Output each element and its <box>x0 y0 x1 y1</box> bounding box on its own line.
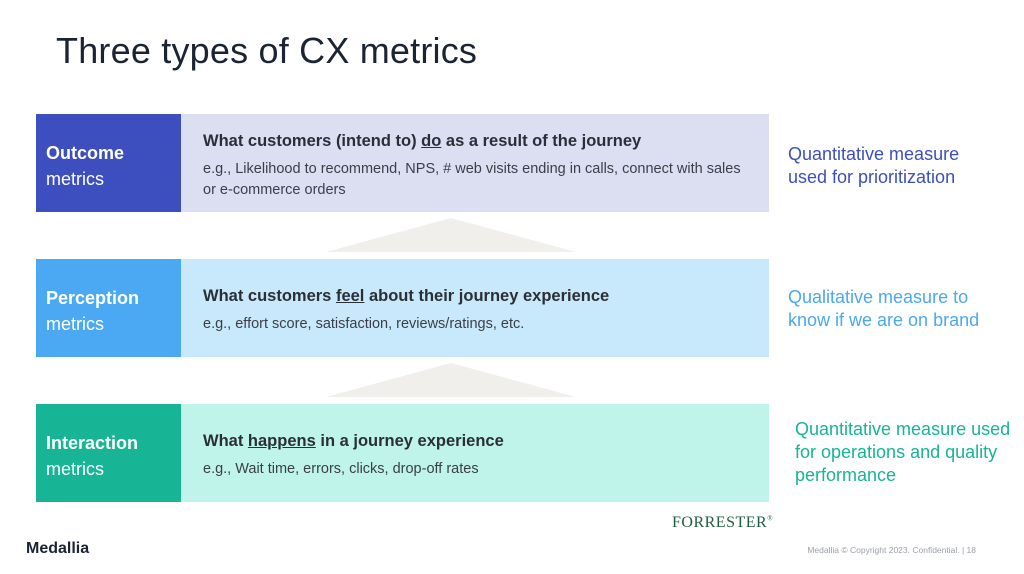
outcome-note: Quantitative measure used for prioritiza… <box>788 144 960 187</box>
perception-description: e.g., effort score, satisfaction, review… <box>203 316 525 332</box>
perception-label-box: Perception metrics <box>36 259 181 357</box>
perception-content-box: What customers feel about their journey … <box>181 259 769 357</box>
outcome-label-sub: metrics <box>46 169 104 189</box>
outcome-metrics-row: Outcome metrics What customers (intend t… <box>36 114 769 212</box>
outcome-label-title: Outcome <box>46 143 125 163</box>
outcome-content-box: What customers (intend to) do as a resul… <box>181 114 769 212</box>
up-arrow-shape <box>326 363 576 397</box>
page-title: Three types of CX metrics <box>56 30 478 71</box>
perception-metrics-row: Perception metrics What customers feel a… <box>36 259 769 357</box>
interaction-heading: What happens in a journey experience <box>203 432 757 451</box>
forrester-logo-text: FORRESTER <box>672 514 768 531</box>
interaction-content-box: What happens in a journey experience e.g… <box>181 404 769 502</box>
forrester-registered-mark: ® <box>767 514 774 523</box>
outcome-heading-post: as a result of the journey <box>441 132 642 150</box>
perception-heading-pre: What customers <box>203 287 336 305</box>
interaction-heading-post: in a journey experience <box>315 432 504 450</box>
perception-heading-emphasis: feel <box>335 287 365 305</box>
interaction-label-title: Interaction <box>46 433 139 453</box>
outcome-heading-emphasis: do <box>421 132 442 150</box>
interaction-heading-pre: What <box>203 432 248 450</box>
perception-label-title: Perception <box>46 288 140 308</box>
outcome-description: e.g., Likelihood to recommend, NPS, # we… <box>203 161 741 198</box>
copyright-footer: Medallia © Copyright 2023. Confidential.… <box>807 545 976 555</box>
interaction-label-box: Interaction metrics <box>36 404 181 502</box>
perception-heading-post: about their journey experience <box>364 287 610 305</box>
outcome-heading-pre: What customers (intend to) <box>203 132 422 150</box>
forrester-logo: FORRESTER® <box>672 514 773 532</box>
medallia-logo: Medallia <box>26 540 90 557</box>
outcome-label-box: Outcome metrics <box>36 114 181 212</box>
perception-heading: What customers feel about their journey … <box>203 287 757 306</box>
up-arrow-shape <box>326 218 576 252</box>
perception-note: Qualitative measure to know if we are on… <box>788 287 980 330</box>
interaction-heading-emphasis: happens <box>247 432 316 450</box>
interaction-description: e.g., Wait time, errors, clicks, drop-of… <box>203 461 479 477</box>
up-arrow-polygon <box>326 218 576 252</box>
interaction-label-sub: metrics <box>46 459 104 479</box>
outcome-heading: What customers (intend to) do as a resul… <box>203 132 757 151</box>
up-arrow-polygon <box>326 363 576 397</box>
interaction-note: Quantitative measure used for operations… <box>795 419 1011 485</box>
perception-label-sub: metrics <box>46 314 104 334</box>
interaction-metrics-row: Interaction metrics What happens in a jo… <box>36 404 769 502</box>
